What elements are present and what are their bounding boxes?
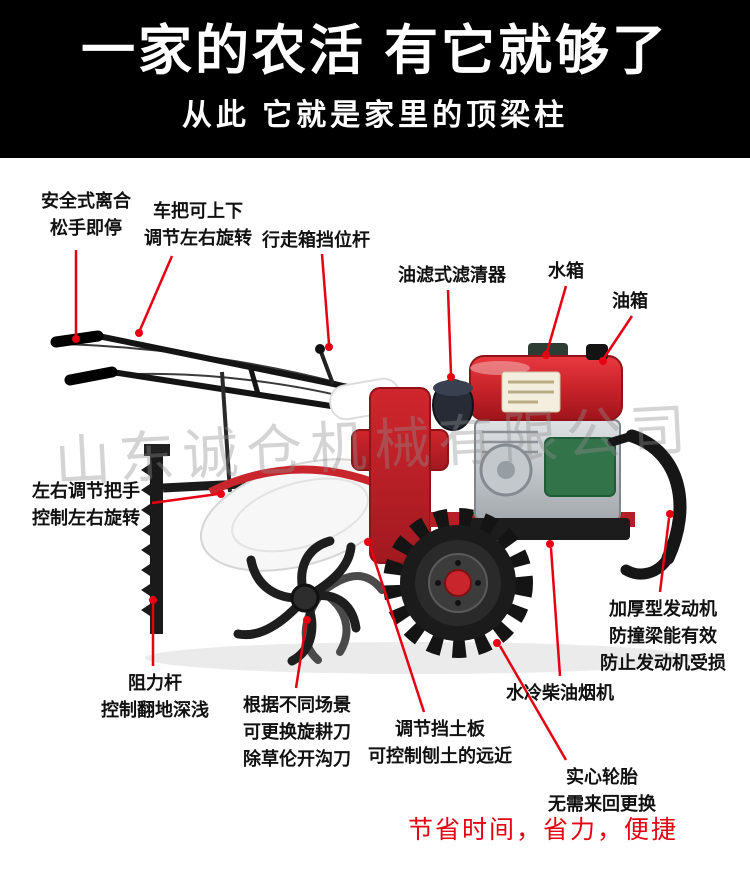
label-line: 安全式离合 bbox=[41, 191, 131, 211]
label-line: 松手即停 bbox=[50, 218, 122, 238]
label-line: 实心轮胎 bbox=[566, 767, 638, 787]
pointer-oil-filter bbox=[446, 289, 455, 381]
label-rotary-blades: 根据不同场景 可更换旋耕刀 除草伦开沟刀 bbox=[234, 692, 360, 773]
label-water-tank: 水箱 bbox=[548, 258, 584, 285]
label-line: 行走箱挡位杆 bbox=[262, 230, 370, 250]
label-line: 油滤式滤清器 bbox=[398, 265, 506, 285]
label-line: 加厚型发动机 bbox=[609, 599, 717, 619]
pointer-fuel-tank bbox=[599, 315, 634, 365]
pointer-engine-guard bbox=[658, 510, 674, 593]
pointer-gear-lever bbox=[320, 253, 333, 351]
label-gear-lever: 行走箱挡位杆 bbox=[262, 227, 370, 254]
label-soil-board: 调节挡土板 可控制刨土的远近 bbox=[362, 716, 518, 770]
gear-lever-knob bbox=[315, 344, 325, 354]
label-line: 调节左右旋转 bbox=[144, 228, 252, 248]
pointer-water-tank bbox=[542, 285, 568, 359]
engine bbox=[432, 343, 630, 540]
banner-subtitle: 从此 它就是家里的顶梁柱 bbox=[181, 99, 569, 132]
pointer-lines bbox=[72, 250, 674, 761]
rotary-tines bbox=[233, 536, 386, 666]
pointer-diesel-engine bbox=[546, 540, 562, 677]
pointer-rotary-blades bbox=[294, 616, 311, 689]
pointer-soil-board bbox=[364, 538, 426, 713]
label-line: 防撞梁能有效 bbox=[609, 626, 717, 646]
label-handle-rotation: 左右调节把手 控制左右旋转 bbox=[20, 478, 152, 532]
slogan-text: 节省时间，省力，便捷 bbox=[408, 816, 679, 844]
label-engine-guard: 加厚型发动机 防撞梁能有效 防止发动机受损 bbox=[594, 596, 732, 677]
label-line: 可控制刨土的远近 bbox=[368, 746, 512, 766]
pointer-safety-clutch bbox=[72, 250, 80, 343]
label-oil-filter: 油滤式滤清器 bbox=[398, 262, 506, 289]
pointer-handlebar-adjust bbox=[135, 255, 174, 337]
label-line: 控制翻地深浅 bbox=[101, 700, 209, 720]
label-line: 水箱 bbox=[548, 261, 584, 281]
label-line: 无需来回更换 bbox=[548, 794, 656, 814]
gear-lever bbox=[319, 351, 335, 385]
label-fuel-tank: 油箱 bbox=[612, 288, 648, 315]
label-line: 阻力杆 bbox=[128, 673, 182, 693]
label-line: 根据不同场景 bbox=[243, 695, 351, 715]
label-safety-clutch: 安全式离合 松手即停 bbox=[26, 188, 146, 242]
pointer-solid-tire bbox=[493, 639, 568, 761]
label-line: 防止发动机受损 bbox=[600, 653, 726, 673]
engine-guard-frame bbox=[607, 429, 687, 580]
label-line: 可更换旋耕刀 bbox=[243, 722, 351, 742]
label-handlebar-adjust: 车把可上下 调节左右旋转 bbox=[128, 198, 268, 252]
label-line: 油箱 bbox=[612, 291, 648, 311]
label-line: 控制左右旋转 bbox=[32, 508, 140, 528]
pointer-resistance-bar bbox=[149, 596, 157, 666]
banner-title: 一家的农活 有它就够了 bbox=[80, 21, 669, 81]
label-line: 左右调节把手 bbox=[32, 481, 140, 501]
label-diesel-engine: 水冷柴油烟机 bbox=[506, 680, 614, 707]
banner: 一家的农活 有它就够了 从此 它就是家里的顶梁柱 bbox=[0, 0, 750, 158]
label-line: 调节挡土板 bbox=[395, 719, 485, 739]
label-solid-tire: 实心轮胎 无需来回更换 bbox=[536, 764, 668, 818]
label-line: 车把可上下 bbox=[153, 201, 243, 221]
fuel-cap bbox=[586, 344, 608, 360]
label-line: 除草伦开沟刀 bbox=[243, 749, 351, 769]
adjust-rod bbox=[220, 371, 232, 493]
wheel bbox=[383, 508, 533, 658]
label-line: 水冷柴油烟机 bbox=[506, 683, 614, 703]
handle-grip bbox=[64, 366, 118, 386]
label-resistance-bar: 阻力杆 控制翻地深浅 bbox=[94, 670, 216, 724]
radiator bbox=[544, 437, 616, 497]
pointer-handle-rotation bbox=[151, 490, 225, 505]
